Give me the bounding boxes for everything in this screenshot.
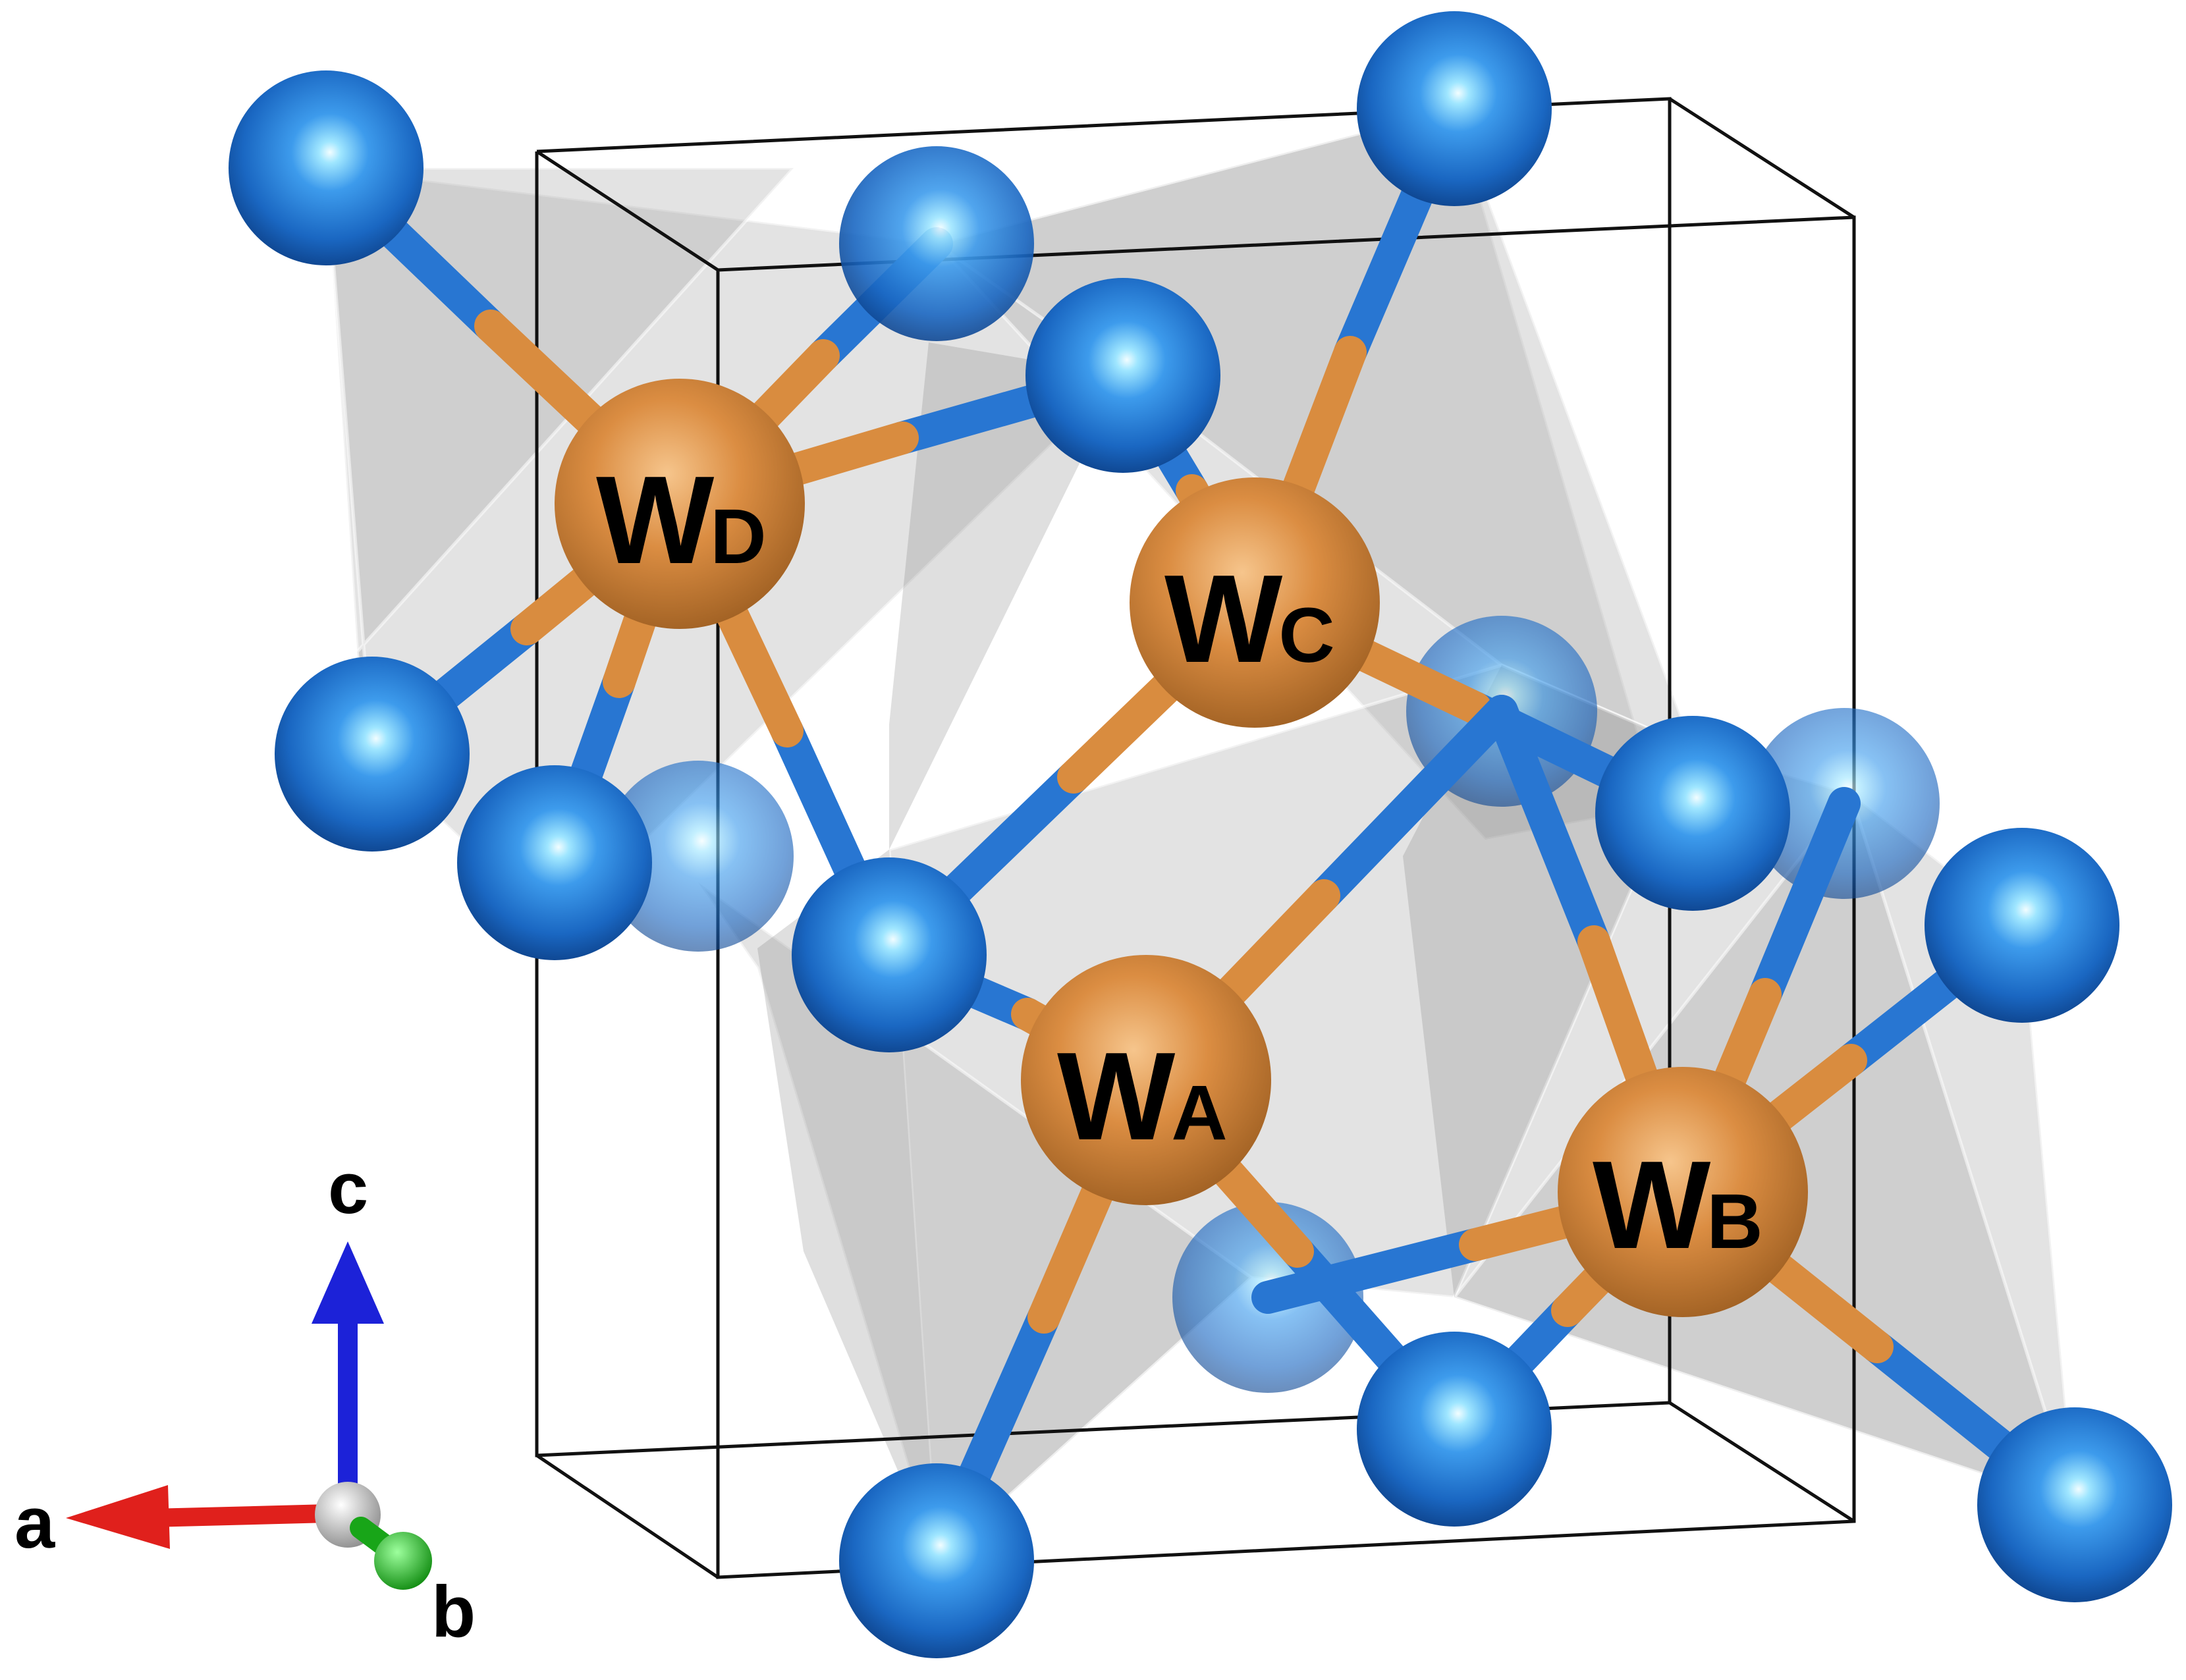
a-axis-arrowhead [66, 1485, 170, 1549]
oxygen-atom [1357, 1332, 1552, 1527]
atom-label-wc: WC [1164, 549, 1335, 689]
tungsten-sphere [1130, 477, 1380, 728]
tungsten-sphere [1021, 955, 1271, 1205]
tungsten-sphere [1558, 1067, 1808, 1317]
axis-label-a: a [14, 1482, 55, 1563]
atom-label-wd: WD [596, 450, 767, 590]
tungsten-atom-wd: WD [555, 379, 805, 629]
unit-cell-edge [535, 149, 719, 272]
oxygen-atom [1357, 11, 1552, 206]
oxygen-atom [1025, 278, 1220, 473]
oxygen-atom [603, 761, 794, 952]
axis-label-c: c [328, 1148, 368, 1229]
axis-indicator: c a b [14, 1148, 476, 1652]
oxygen-atom [229, 70, 424, 265]
oxygen-atom [792, 857, 987, 1052]
polyhedron-face [324, 166, 798, 755]
atom-label-wa: WA [1057, 1027, 1228, 1166]
a-axis-shaft [157, 1504, 350, 1527]
tungsten-atoms: WD WC WA WB [555, 379, 1808, 1317]
oxygen-atom [1925, 828, 2119, 1023]
unit-cell-edge [535, 1453, 719, 1579]
atom-label-wb: WB [1593, 1135, 1763, 1275]
polyhedron-face [889, 342, 1123, 850]
unit-cell-edge [1668, 1401, 1855, 1523]
oxygen-atoms [229, 11, 2172, 1658]
oxygen-atom [839, 1463, 1034, 1658]
bond-o-half [1307, 695, 1518, 912]
oxygen-atom [275, 657, 470, 852]
bond-o-half [1251, 1228, 1492, 1314]
oxygen-atom [1595, 716, 1790, 911]
c-axis-arrowhead [312, 1241, 384, 1324]
oxygen-atom [839, 146, 1034, 341]
tungsten-atom-wc: WC [1130, 477, 1380, 728]
unit-cell [535, 97, 1856, 1579]
bond-o-half [1749, 787, 1861, 1011]
oxygen-atom [1977, 1407, 2172, 1602]
tungsten-sphere [555, 379, 805, 629]
b-axis-arrowhead [374, 1532, 432, 1590]
bond-o-half [1485, 695, 1610, 958]
unit-cell-edge [1668, 97, 1855, 219]
axis-label-b: b [431, 1571, 476, 1652]
oxygen-atom [457, 765, 652, 960]
tungsten-atom-wa: WA [1021, 955, 1271, 1205]
c-axis-shaft [338, 1317, 358, 1508]
tungsten-atom-wb: WB [1558, 1067, 1808, 1317]
